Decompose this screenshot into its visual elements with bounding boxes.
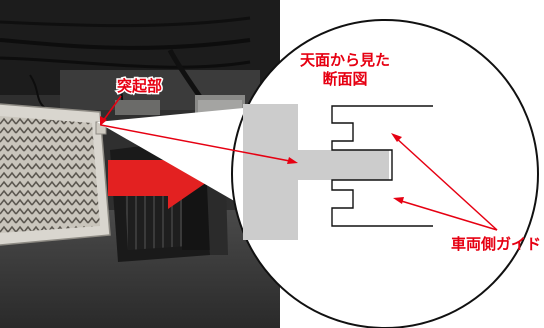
guide-arrowhead-lower (393, 197, 404, 204)
guide-leader-line-lower (397, 199, 498, 231)
cabin-filter (0, 103, 111, 246)
guide-leader-line-upper (394, 136, 498, 231)
protrusion-label: 突起部 (117, 77, 162, 95)
protrusion-section (243, 104, 389, 240)
protrusion-arrowhead (287, 157, 298, 164)
guide-arrowhead-upper (391, 133, 402, 142)
filter-pointer-line (102, 95, 122, 122)
top-view-title-line1: 天面から見た (300, 51, 390, 69)
filter-pointer-arrowhead (100, 116, 107, 126)
protrusion-leader-line (100, 124, 296, 163)
vehicle-guide-section (331, 105, 433, 227)
vehicle-guide-label: 車両側ガイド (451, 235, 541, 253)
top-view-title-line2: 断面図 (322, 70, 367, 88)
